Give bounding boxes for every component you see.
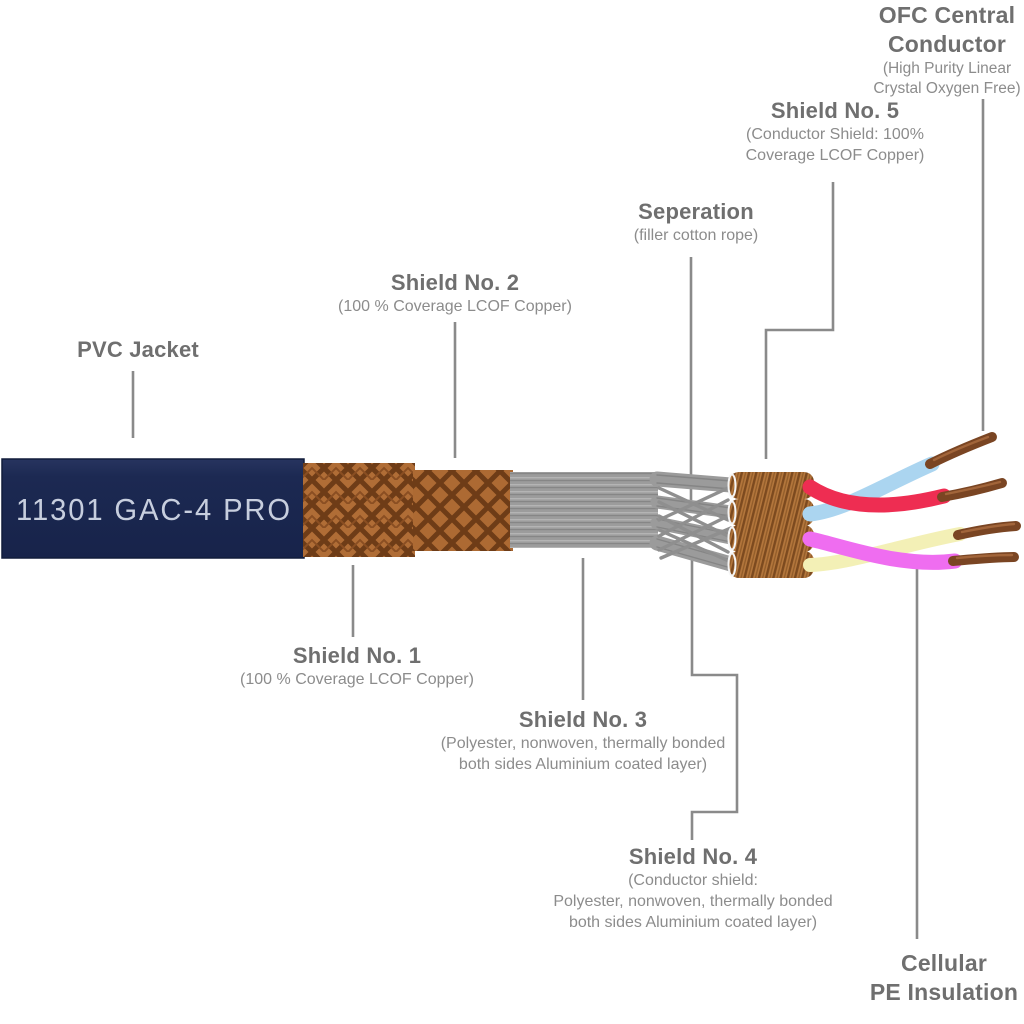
- label-subtitle: Crystal Oxygen Free): [873, 80, 1021, 97]
- wire-magenta: [802, 531, 963, 570]
- label-shield-2: Shield No. 2 (100 % Coverage LCOF Copper…: [338, 270, 572, 317]
- label-subtitle: Polyester, nonwoven, thermally bonded: [553, 893, 833, 910]
- pvc-jacket: [2, 459, 304, 558]
- label-title: Seperation: [638, 199, 754, 224]
- label-shield-5: Shield No. 5 (Conductor Shield: 100% Cov…: [746, 98, 925, 166]
- copper-serve-2: [729, 499, 814, 526]
- label-title: PVC Jacket: [77, 337, 199, 362]
- label-title: PE Insulation: [869, 979, 1019, 1005]
- copper-tip-3: [953, 521, 1021, 540]
- copper-serve-1: [729, 472, 814, 499]
- label-subtitle: (Conductor Shield: 100%: [746, 126, 924, 143]
- label-subtitle: both sides Aluminium coated layer): [568, 914, 818, 931]
- label-subtitle: (High Purity Linear: [882, 60, 1012, 77]
- label-ofc-central-conductor: OFC Central Conductor (High Purity Linea…: [873, 1, 1020, 99]
- label-subtitle: (100 % Coverage LCOF Copper): [338, 298, 572, 315]
- label-shield-1: Shield No. 1 (100 % Coverage LCOF Copper…: [240, 643, 474, 690]
- copper-tip-4: [948, 552, 1019, 566]
- label-title: Shield No. 5: [770, 98, 900, 123]
- leader-shield-4: [690, 556, 739, 840]
- shield-3-foil-wrap: [510, 472, 658, 548]
- insulated-wires: [802, 456, 967, 572]
- label-subtitle: (filler cotton rope): [633, 227, 759, 244]
- shield-2-copper-braid: [413, 470, 513, 551]
- label-subtitle: (Conductor shield:: [628, 872, 758, 889]
- label-title: Shield No. 3: [518, 707, 648, 732]
- jacket-print-text: 11301 GAC-4 PRO: [16, 492, 292, 527]
- label-title: Shield No. 1: [292, 643, 422, 668]
- shield-1-copper-braid: [303, 463, 415, 557]
- copper-tip-2: [937, 478, 1007, 502]
- wire-blue: [802, 456, 940, 522]
- copper-tip-1: [925, 432, 997, 469]
- label-cellular-pe-insulation: Cellular PE Insulation: [870, 949, 1018, 1007]
- bare-copper-tips: [925, 432, 1021, 566]
- copper-serve-4: [729, 551, 814, 578]
- label-title: Shield No. 2: [390, 270, 520, 295]
- label-seperation: Seperation (filler cotton rope): [634, 199, 759, 246]
- label-title: Conductor: [887, 31, 1007, 57]
- label-title: Shield No. 4: [628, 844, 758, 869]
- copper-serve-3: [729, 525, 814, 552]
- label-shield-4: Shield No. 4 (Conductor shield: Polyeste…: [553, 844, 832, 933]
- label-subtitle: Coverage LCOF Copper): [745, 147, 925, 164]
- leader-shield-5: [764, 182, 835, 459]
- mesh-fan: [649, 471, 739, 572]
- label-subtitle: (100 % Coverage LCOF Copper): [240, 671, 474, 688]
- label-shield-3: Shield No. 3 (Polyester, nonwoven, therm…: [441, 707, 726, 775]
- label-title: OFC Central: [878, 2, 1016, 28]
- copper-tip-highlights: [932, 435, 1016, 560]
- leader-lines: [131, 99, 985, 939]
- label-subtitle: (Polyester, nonwoven, thermally bonded: [440, 735, 726, 752]
- shield-5-copper-serves: [727, 472, 814, 578]
- wire-red: [802, 479, 952, 513]
- label-title: Cellular: [901, 950, 987, 976]
- label-subtitle: both sides Aluminium coated layer): [458, 756, 708, 773]
- label-pvc-jacket: PVC Jacket: [77, 337, 199, 363]
